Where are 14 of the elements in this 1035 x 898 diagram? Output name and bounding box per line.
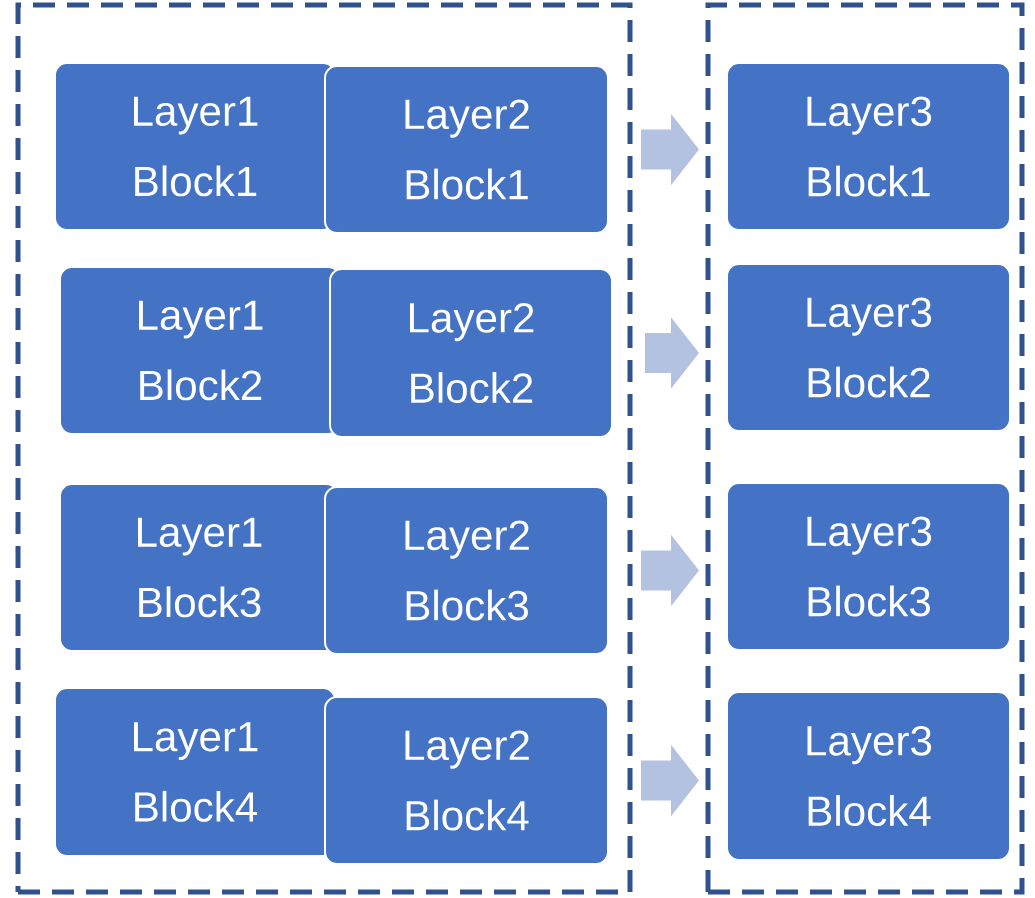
block-box: Layer3 Block1 (726, 62, 1011, 231)
dashed-frame (705, 2, 1025, 895)
block-box: Layer3 Block2 (726, 263, 1011, 432)
dashed-frame (15, 2, 633, 895)
block-box: Layer3 Block3 (726, 482, 1011, 651)
block-box: Layer1 Block3 (59, 483, 339, 652)
block-box: Layer1 Block1 (54, 62, 336, 231)
block-box: Layer2 Block1 (324, 65, 609, 234)
block-box: Layer2 Block4 (324, 696, 609, 865)
block-box: Layer2 Block2 (329, 268, 613, 438)
block-box: Layer1 Block4 (54, 687, 336, 857)
block-box: Layer3 Block4 (726, 691, 1011, 861)
block-box: Layer2 Block3 (324, 486, 609, 655)
block-box: Layer1 Block2 (59, 266, 341, 435)
